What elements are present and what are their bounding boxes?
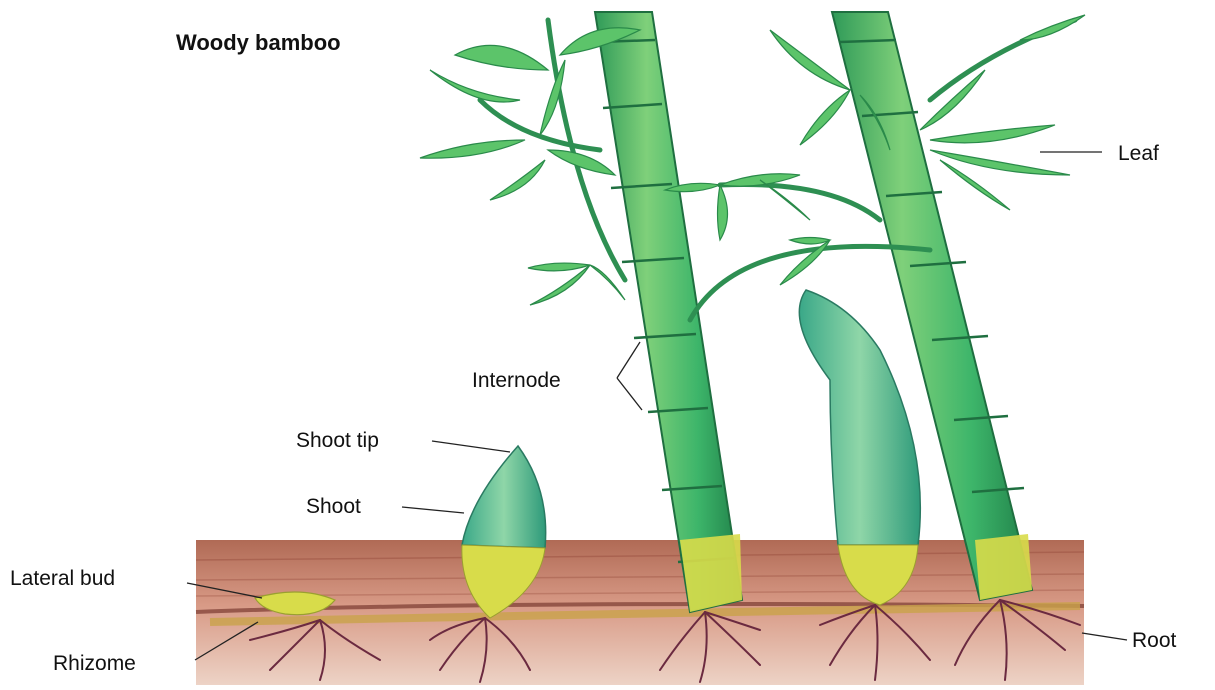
branches bbox=[480, 20, 1075, 320]
diagram-title: Woody bamboo bbox=[176, 30, 341, 56]
label-root: Root bbox=[1132, 630, 1176, 651]
label-leaf: Leaf bbox=[1118, 143, 1159, 164]
label-shoot: Shoot bbox=[306, 496, 361, 517]
label-rhizome: Rhizome bbox=[53, 653, 136, 674]
label-internode: Internode bbox=[472, 370, 561, 391]
bamboo-culm-left bbox=[595, 12, 742, 612]
label-shoot-tip: Shoot tip bbox=[296, 430, 379, 451]
label-lateral-bud: Lateral bud bbox=[10, 568, 115, 589]
